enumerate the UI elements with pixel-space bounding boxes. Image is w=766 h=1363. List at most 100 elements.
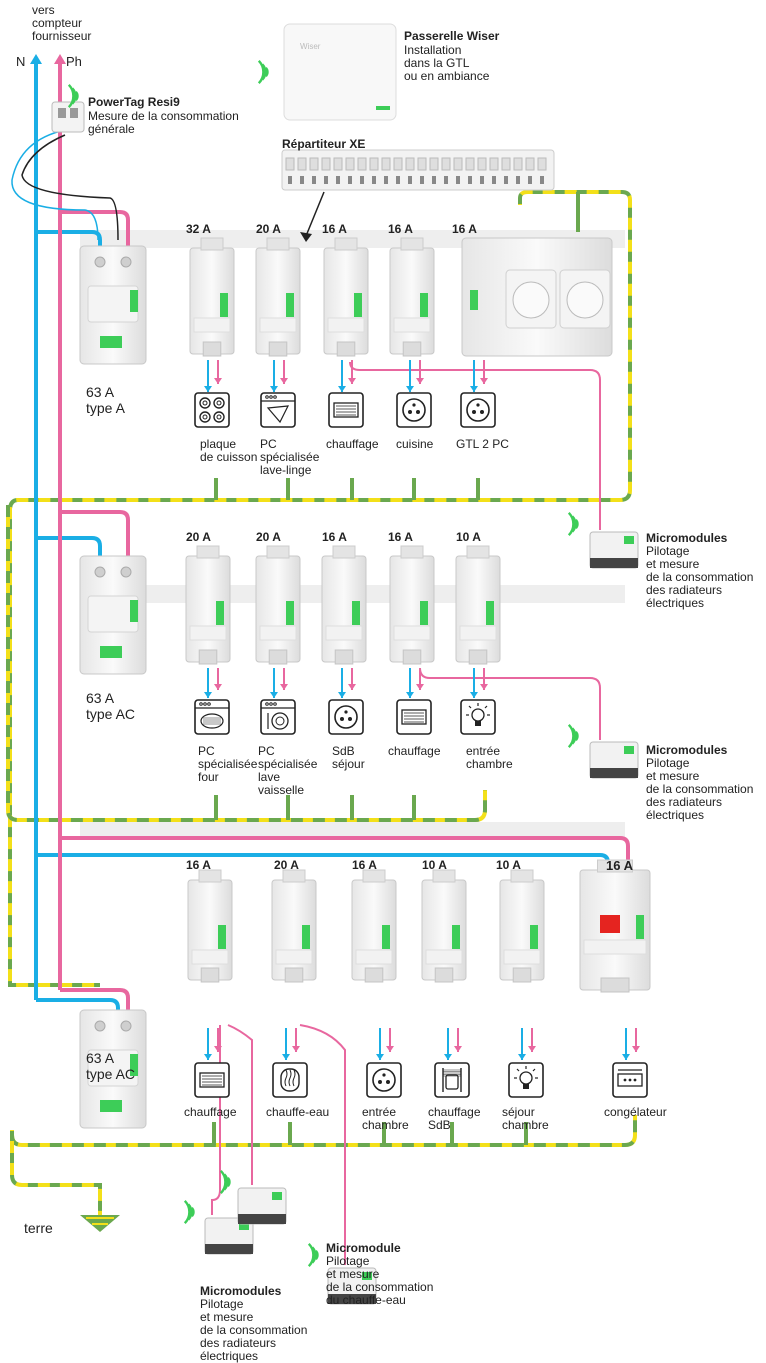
micromodule-desc: Pilotage et mesure de la consommation de…: [646, 544, 754, 610]
micromodule-desc: Pilotage et mesure de la consommation de…: [646, 756, 754, 822]
breaker-amp: 10 A: [422, 858, 447, 872]
cooktop-icon: [194, 392, 230, 428]
circuit-breaker: [389, 237, 435, 357]
gateway-desc: Installation dans la GTL ou en ambiance: [404, 43, 490, 83]
phase-arrow: [280, 684, 288, 690]
load-label: cuisine: [396, 437, 434, 451]
neutral-arrow: [518, 1054, 526, 1060]
freezer-icon: [612, 1062, 648, 1098]
phase-arrow: [386, 1046, 394, 1052]
micromodule-device: [589, 741, 639, 779]
load-label: congélateur: [604, 1105, 667, 1119]
breaker-amp: 32 A: [186, 222, 211, 236]
distributor-title: Répartiteur XE: [282, 137, 366, 151]
distributor-xe: [281, 149, 555, 242]
neutral-arrow: [204, 1054, 212, 1060]
circuit-breaker: [255, 545, 301, 665]
residual-current-device: [79, 555, 147, 675]
phase-arrow: [292, 1046, 300, 1052]
gtl-socket-block: [461, 237, 613, 357]
phase-arrow: [348, 684, 356, 690]
din-rail: [80, 822, 625, 840]
circuit-breaker: [351, 869, 397, 983]
neutral-arrow: [30, 54, 42, 64]
neutral-arrow: [470, 386, 478, 392]
phase-arrow: [528, 1046, 536, 1052]
circuit-breaker: [421, 869, 467, 983]
supplier-label: vers compteur fournisseur: [32, 3, 92, 43]
neutral-arrow: [270, 692, 278, 698]
circuit-breaker: [255, 237, 301, 357]
breaker-amp: 16 A: [452, 222, 477, 236]
water-heater-icon: [272, 1062, 308, 1098]
loads-layer: [194, 360, 648, 1098]
heater-icon: [194, 1062, 230, 1098]
micromodule-device: [327, 1267, 377, 1305]
circuit-breaker: [321, 545, 367, 665]
socket-icon: [328, 699, 364, 735]
earth-symbol: [80, 1215, 120, 1232]
socket-icon: [460, 392, 496, 428]
wireless-icon: [307, 1242, 319, 1268]
load-label: PC spécialisée lave vaisselle: [258, 744, 318, 797]
neutral-arrow: [406, 386, 414, 392]
breaker-amp: 16 A: [322, 530, 347, 544]
micromodule-desc: Pilotage et mesure de la consommation du…: [326, 1254, 434, 1307]
powertag-desc: Mesure de la consommation générale: [88, 109, 239, 136]
washing-machine-icon: [260, 392, 296, 428]
load-label: chauffage: [184, 1105, 237, 1119]
load-label: entrée chambre: [362, 1105, 409, 1132]
towel-radiator-icon: [434, 1062, 470, 1098]
neutral-label: N: [16, 54, 26, 69]
earth-label: terre: [24, 1220, 53, 1236]
circuit-breaker: [499, 869, 545, 983]
socket-icon: [396, 392, 432, 428]
micromodule-title: Micromodules: [200, 1284, 282, 1298]
rcd-1-label: 63 A type A: [86, 384, 125, 416]
breaker-amp: 16 A: [388, 530, 413, 544]
micromodule-title: Micromodule: [326, 1241, 401, 1255]
breaker-amp: 16 A: [186, 858, 211, 872]
heater-icon: [328, 392, 364, 428]
phase-arrow: [632, 1046, 640, 1052]
breaker-amp: 16 A: [606, 858, 633, 873]
phase-arrow: [416, 378, 424, 384]
load-label: SdB séjour: [332, 744, 365, 771]
wireless-icon: [257, 59, 269, 85]
micromodule-desc: Pilotage et mesure de la consommation de…: [200, 1297, 308, 1363]
load-label: entrée chambre: [466, 744, 513, 771]
wireless-icon: [183, 1199, 195, 1225]
powertag-wire: [11, 129, 99, 241]
load-label: chauffe-eau: [266, 1105, 330, 1119]
breaker-amp: 20 A: [186, 530, 211, 544]
rcd-3-label: 63 A type AC: [86, 1050, 136, 1082]
breaker-amp: 16 A: [352, 858, 377, 872]
load-label: chauffage SdB: [428, 1105, 481, 1132]
breaker-amp: 16 A: [322, 222, 347, 236]
phase-arrow: [348, 378, 356, 384]
rcd-2-label: 63 A type AC: [86, 690, 136, 722]
light-icon: [460, 699, 496, 735]
neutral-arrow: [338, 386, 346, 392]
circuit-breaker: [389, 545, 435, 665]
micromodule-title: Micromodules: [646, 743, 728, 757]
circuit-breaker: [189, 237, 235, 357]
devices-layer: [79, 237, 651, 1129]
load-label: séjour chambre: [502, 1105, 549, 1132]
extras-layer: [51, 23, 639, 1305]
powertag-title: PowerTag Resi9: [88, 95, 180, 109]
micromodule-device: [237, 1187, 287, 1225]
breaker-amp: 10 A: [496, 858, 521, 872]
phase-arrow: [214, 378, 222, 384]
circuit-breaker: [323, 237, 369, 357]
neutral-arrow: [338, 692, 346, 698]
micromodule-title: Micromodules: [646, 531, 728, 545]
breaker-amp: 20 A: [256, 222, 281, 236]
wireless-icon: [219, 1169, 231, 1195]
phase-label: Ph: [66, 54, 82, 69]
neutral-arrow: [470, 692, 478, 698]
oven-icon: [194, 699, 230, 735]
wireless-icon: [567, 723, 579, 749]
phase-arrow: [214, 1046, 222, 1052]
powertag-device: [51, 101, 85, 133]
